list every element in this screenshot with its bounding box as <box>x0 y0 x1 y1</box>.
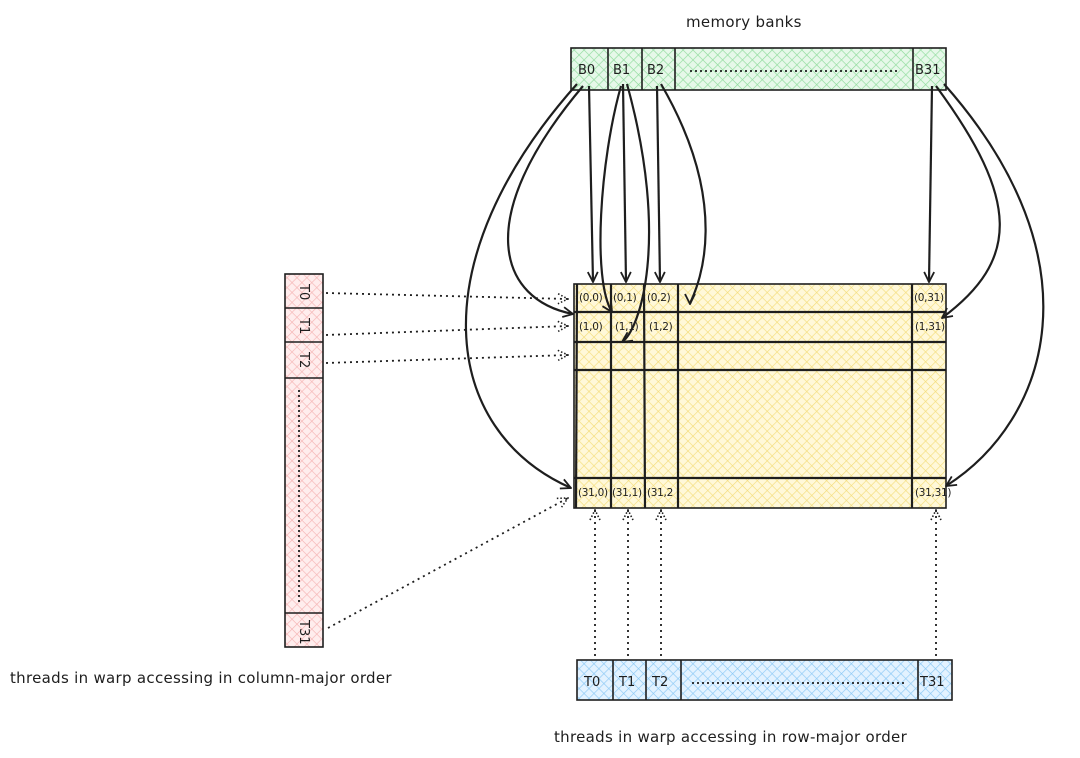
arrow-t1-to-cell-1-0 <box>325 326 568 336</box>
column-access-arrows <box>325 292 568 629</box>
row-access-arrows <box>595 510 936 656</box>
cell-31-31: (31,31) <box>915 487 951 499</box>
cell-1-1: (1,1) <box>615 321 639 333</box>
row-thread-bar <box>577 660 952 700</box>
bank-b2-label: B2 <box>647 63 664 78</box>
arrow-b1-to-row1 <box>599 85 623 312</box>
cell-31-1: (31,1) <box>612 487 642 499</box>
shared-memory-matrix: (0,0) (0,1) (0,2) (0,31) (1,0) (1,1) (1,… <box>573 283 952 509</box>
cell-0-0: (0,0) <box>579 292 603 304</box>
arrow-b0-to-row1 <box>506 85 584 314</box>
cell-1-2: (1,2) <box>649 321 673 333</box>
column-major-threads: T0 T1 T2 T31 threads in warp accessing i… <box>10 273 392 687</box>
cell-31-0: (31,0) <box>578 487 608 499</box>
column-thread-t2: T2 <box>296 351 311 368</box>
row-thread-t0: T0 <box>583 675 600 690</box>
memory-banks: memory banks B0 B1 B2 B31 <box>570 13 947 91</box>
arrow-t0-to-cell-0-0 <box>325 292 568 299</box>
arrow-b31-to-row31 <box>943 83 1045 486</box>
arrow-b31-to-row0 <box>929 85 932 282</box>
arrow-t2-to-cell-2-0 <box>325 355 568 364</box>
bank-b31-label: B31 <box>915 63 940 78</box>
column-thread-t1: T1 <box>296 317 311 334</box>
column-thread-t31: T31 <box>296 619 311 644</box>
bank-b1-label: B1 <box>613 63 630 78</box>
bank-mapping-arrows <box>464 83 1045 488</box>
cell-1-31: (1,31) <box>915 321 945 333</box>
row-thread-t2: T2 <box>651 675 668 690</box>
memory-banks-label: memory banks <box>686 13 802 31</box>
arrow-b31-to-row1 <box>935 85 1001 318</box>
arrow-b2-to-row1 <box>660 83 707 304</box>
arrow-b0-to-row0 <box>589 85 593 282</box>
row-major-caption: threads in warp accessing in row-major o… <box>554 728 908 746</box>
arrow-b1-to-row31 <box>622 83 651 342</box>
cell-0-2: (0,2) <box>647 292 671 304</box>
row-thread-t31: T31 <box>919 675 944 690</box>
cell-0-1: (0,1) <box>613 292 637 304</box>
arrow-b2-to-row0 <box>657 85 660 282</box>
column-thread-bar <box>285 274 323 647</box>
memory-banks-bar <box>571 48 946 90</box>
matrix-body <box>574 284 946 508</box>
row-thread-t1: T1 <box>618 675 635 690</box>
arrow-t31-to-cell-31-0 <box>327 498 568 629</box>
arrow-b1-to-row0 <box>623 83 626 282</box>
cell-0-31: (0,31) <box>914 292 944 304</box>
arrow-b0-to-row31 <box>464 83 578 488</box>
column-major-caption: threads in warp accessing in column-majo… <box>10 669 392 687</box>
bank-b0-label: B0 <box>578 63 595 78</box>
cell-1-0: (1,0) <box>579 321 603 333</box>
cell-31-2: (31,2 <box>647 487 673 499</box>
column-thread-t0: T0 <box>296 283 311 300</box>
row-major-threads: T0 T1 T2 T31 threads in warp accessing i… <box>554 659 953 746</box>
